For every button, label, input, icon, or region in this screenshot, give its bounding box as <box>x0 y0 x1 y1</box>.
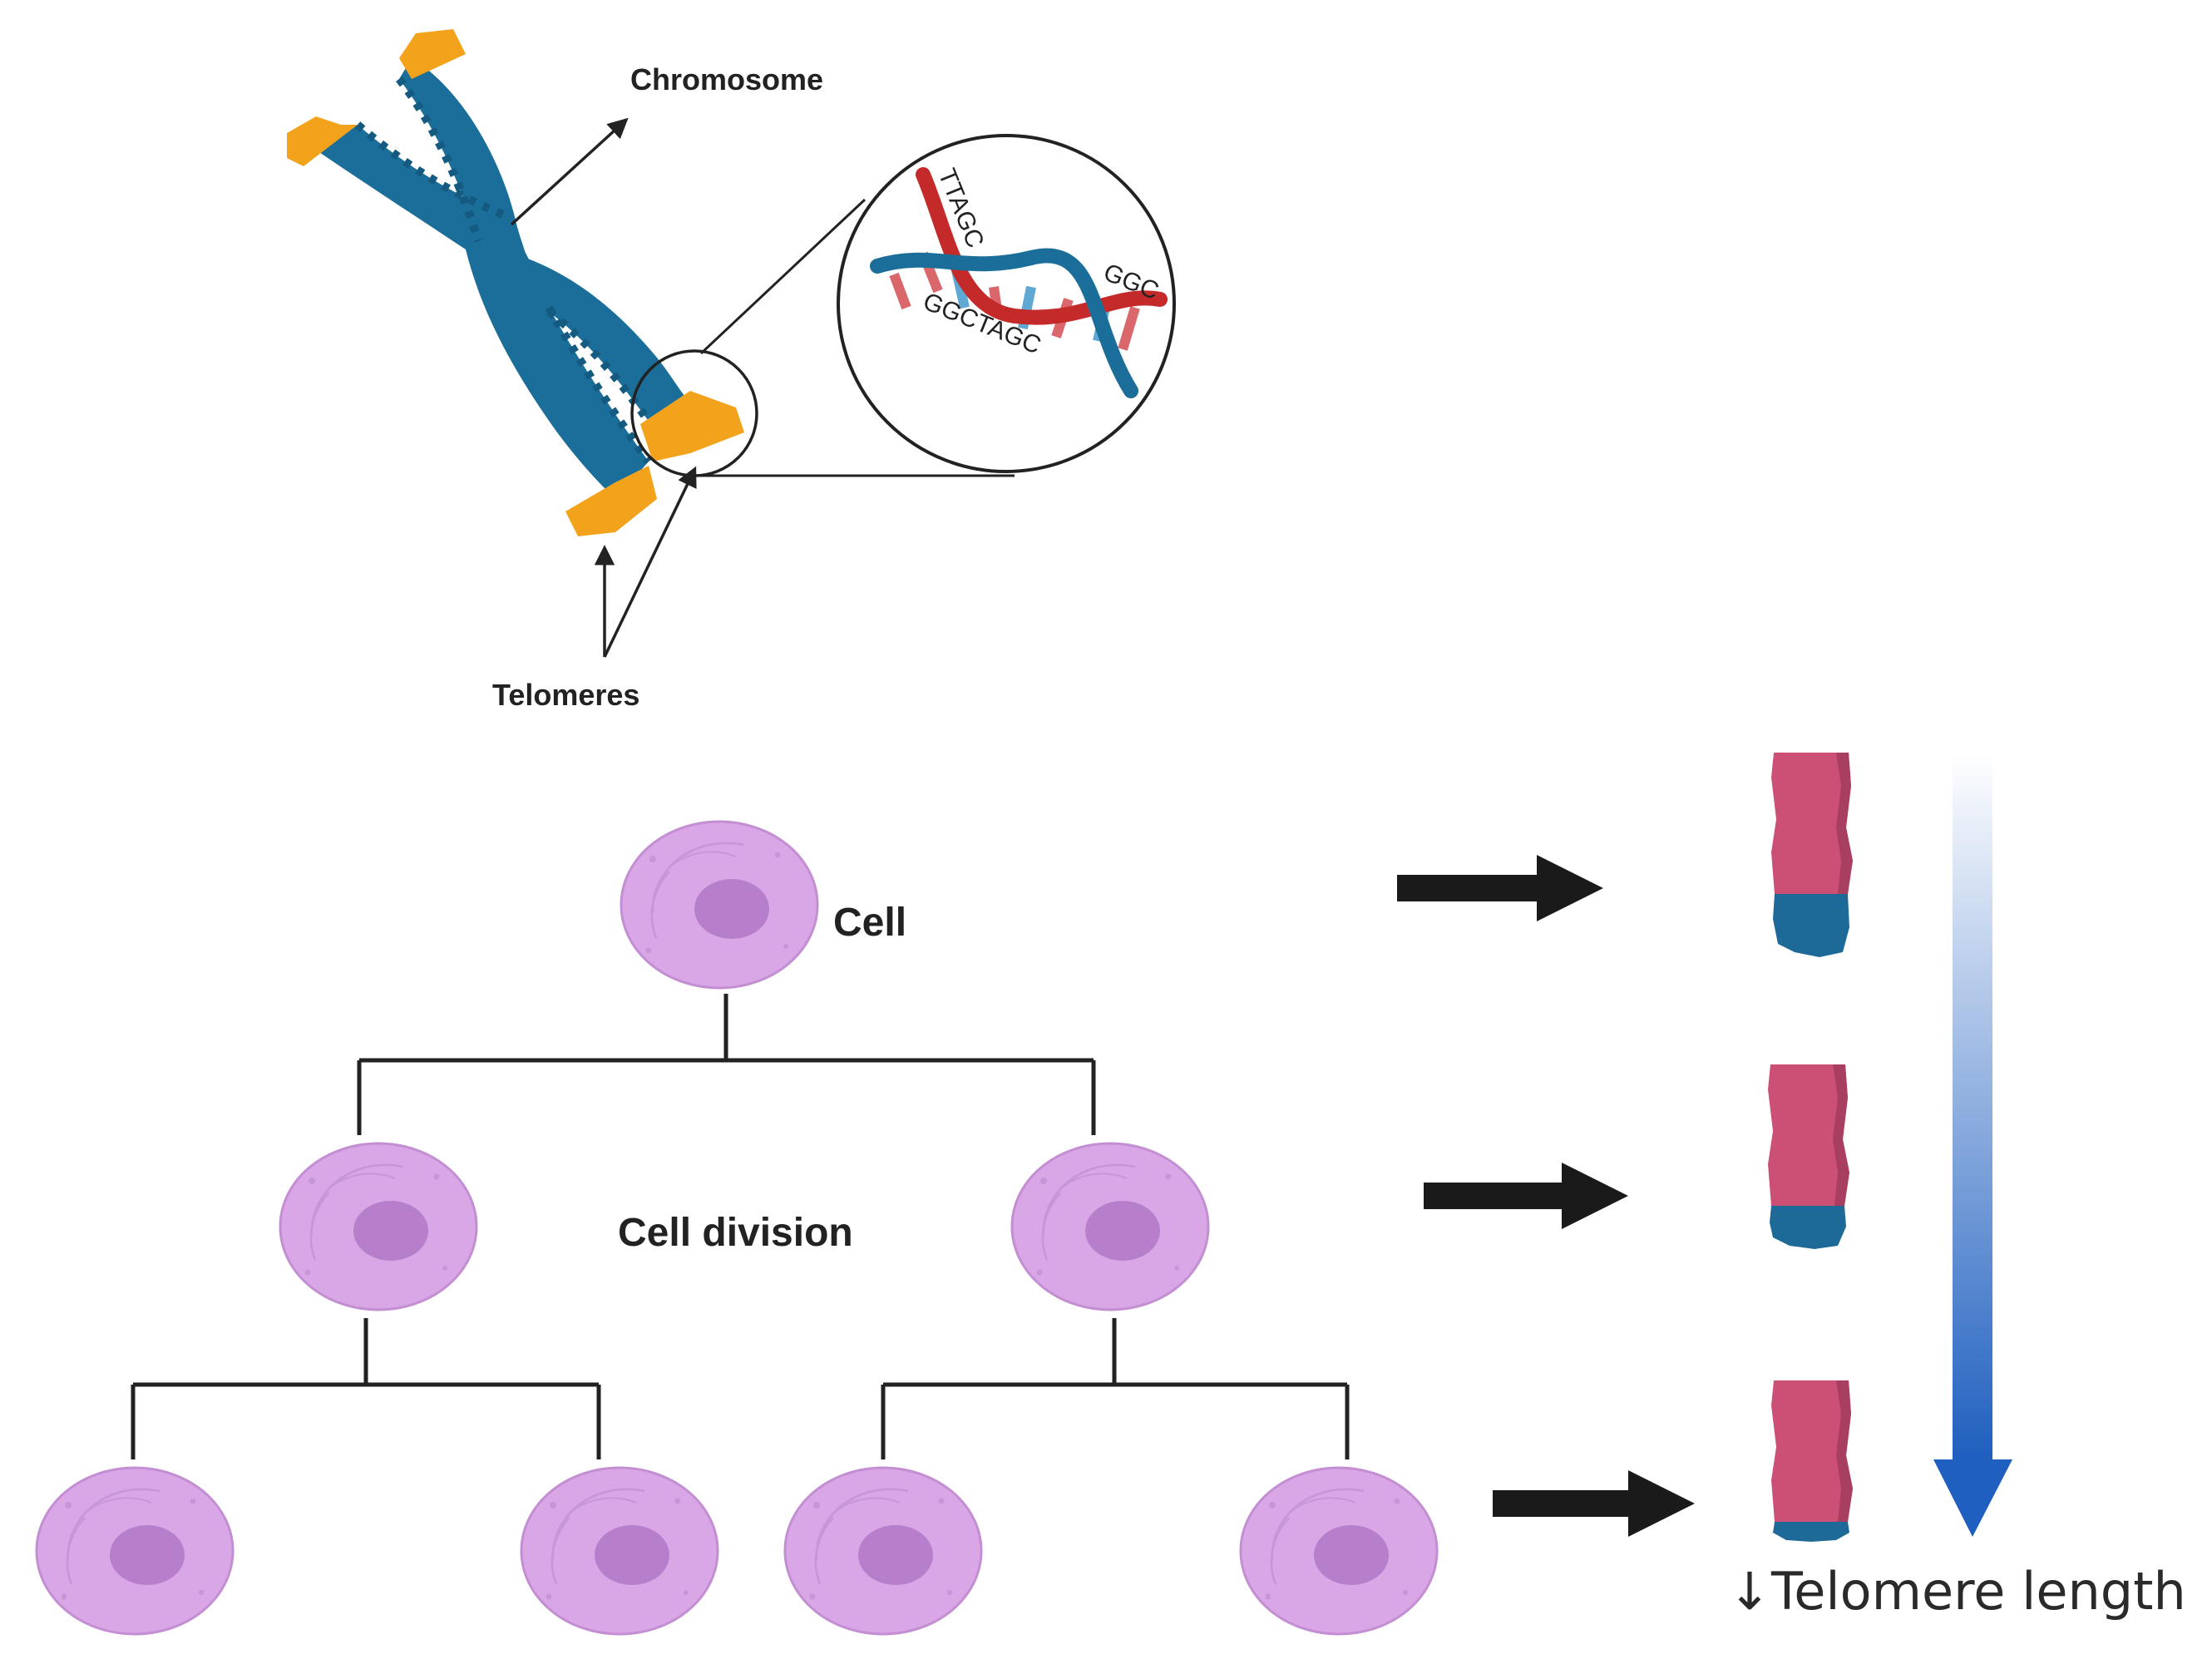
dna-strand-blue <box>870 248 1138 398</box>
chromosome-illustration <box>287 29 744 536</box>
cell-gen3-1 <box>35 1466 235 1636</box>
cell-gen3-2 <box>520 1466 719 1636</box>
cell-gen3-4 <box>1239 1466 1439 1636</box>
telomere-length-label: ↓Telomere length <box>1728 1561 2186 1622</box>
telomeres-pointer-right <box>603 466 697 658</box>
dna-strand-red <box>916 167 1168 325</box>
telomere-cap-top <box>399 29 466 79</box>
chromosome-arm-upper-right <box>399 58 526 270</box>
cell-parent <box>620 820 819 990</box>
cell-gen3-3 <box>783 1466 983 1636</box>
cell-division-label: Cell division <box>618 1211 853 1255</box>
generation-arrows <box>1397 855 1695 1537</box>
chromosome-arm-lower-left <box>466 249 649 499</box>
cell-division-tree <box>131 994 1350 1459</box>
cell-label: Cell <box>833 901 906 945</box>
chromosome-arm-lower-right <box>499 249 694 432</box>
telomere-cap-top-left <box>287 116 358 166</box>
cell-gen2-right <box>1010 1142 1210 1311</box>
chromosome-label: Chromosome <box>630 62 823 96</box>
telomere-strand-3 <box>1771 1380 1853 1542</box>
telomere-strand-1 <box>1771 753 1853 957</box>
chromosome-arm-upper-left <box>304 125 532 270</box>
telomere-length-arrow <box>1933 753 2012 1537</box>
dna-magnified-view: TTAGC GGC GGCTAGC <box>837 134 1176 473</box>
arrow-gen1 <box>1397 855 1603 921</box>
arrow-gen2 <box>1424 1163 1628 1229</box>
telomere-cap-bottom-right <box>640 391 744 462</box>
chromosome-pointer-arrow <box>510 117 629 226</box>
telomere-cap-bottom-left <box>565 466 657 536</box>
telomeres-label: Telomeres <box>492 678 639 712</box>
arrow-gen3 <box>1493 1470 1695 1537</box>
cell-gen2-left <box>279 1142 478 1311</box>
telomere-strand-2 <box>1768 1064 1849 1249</box>
